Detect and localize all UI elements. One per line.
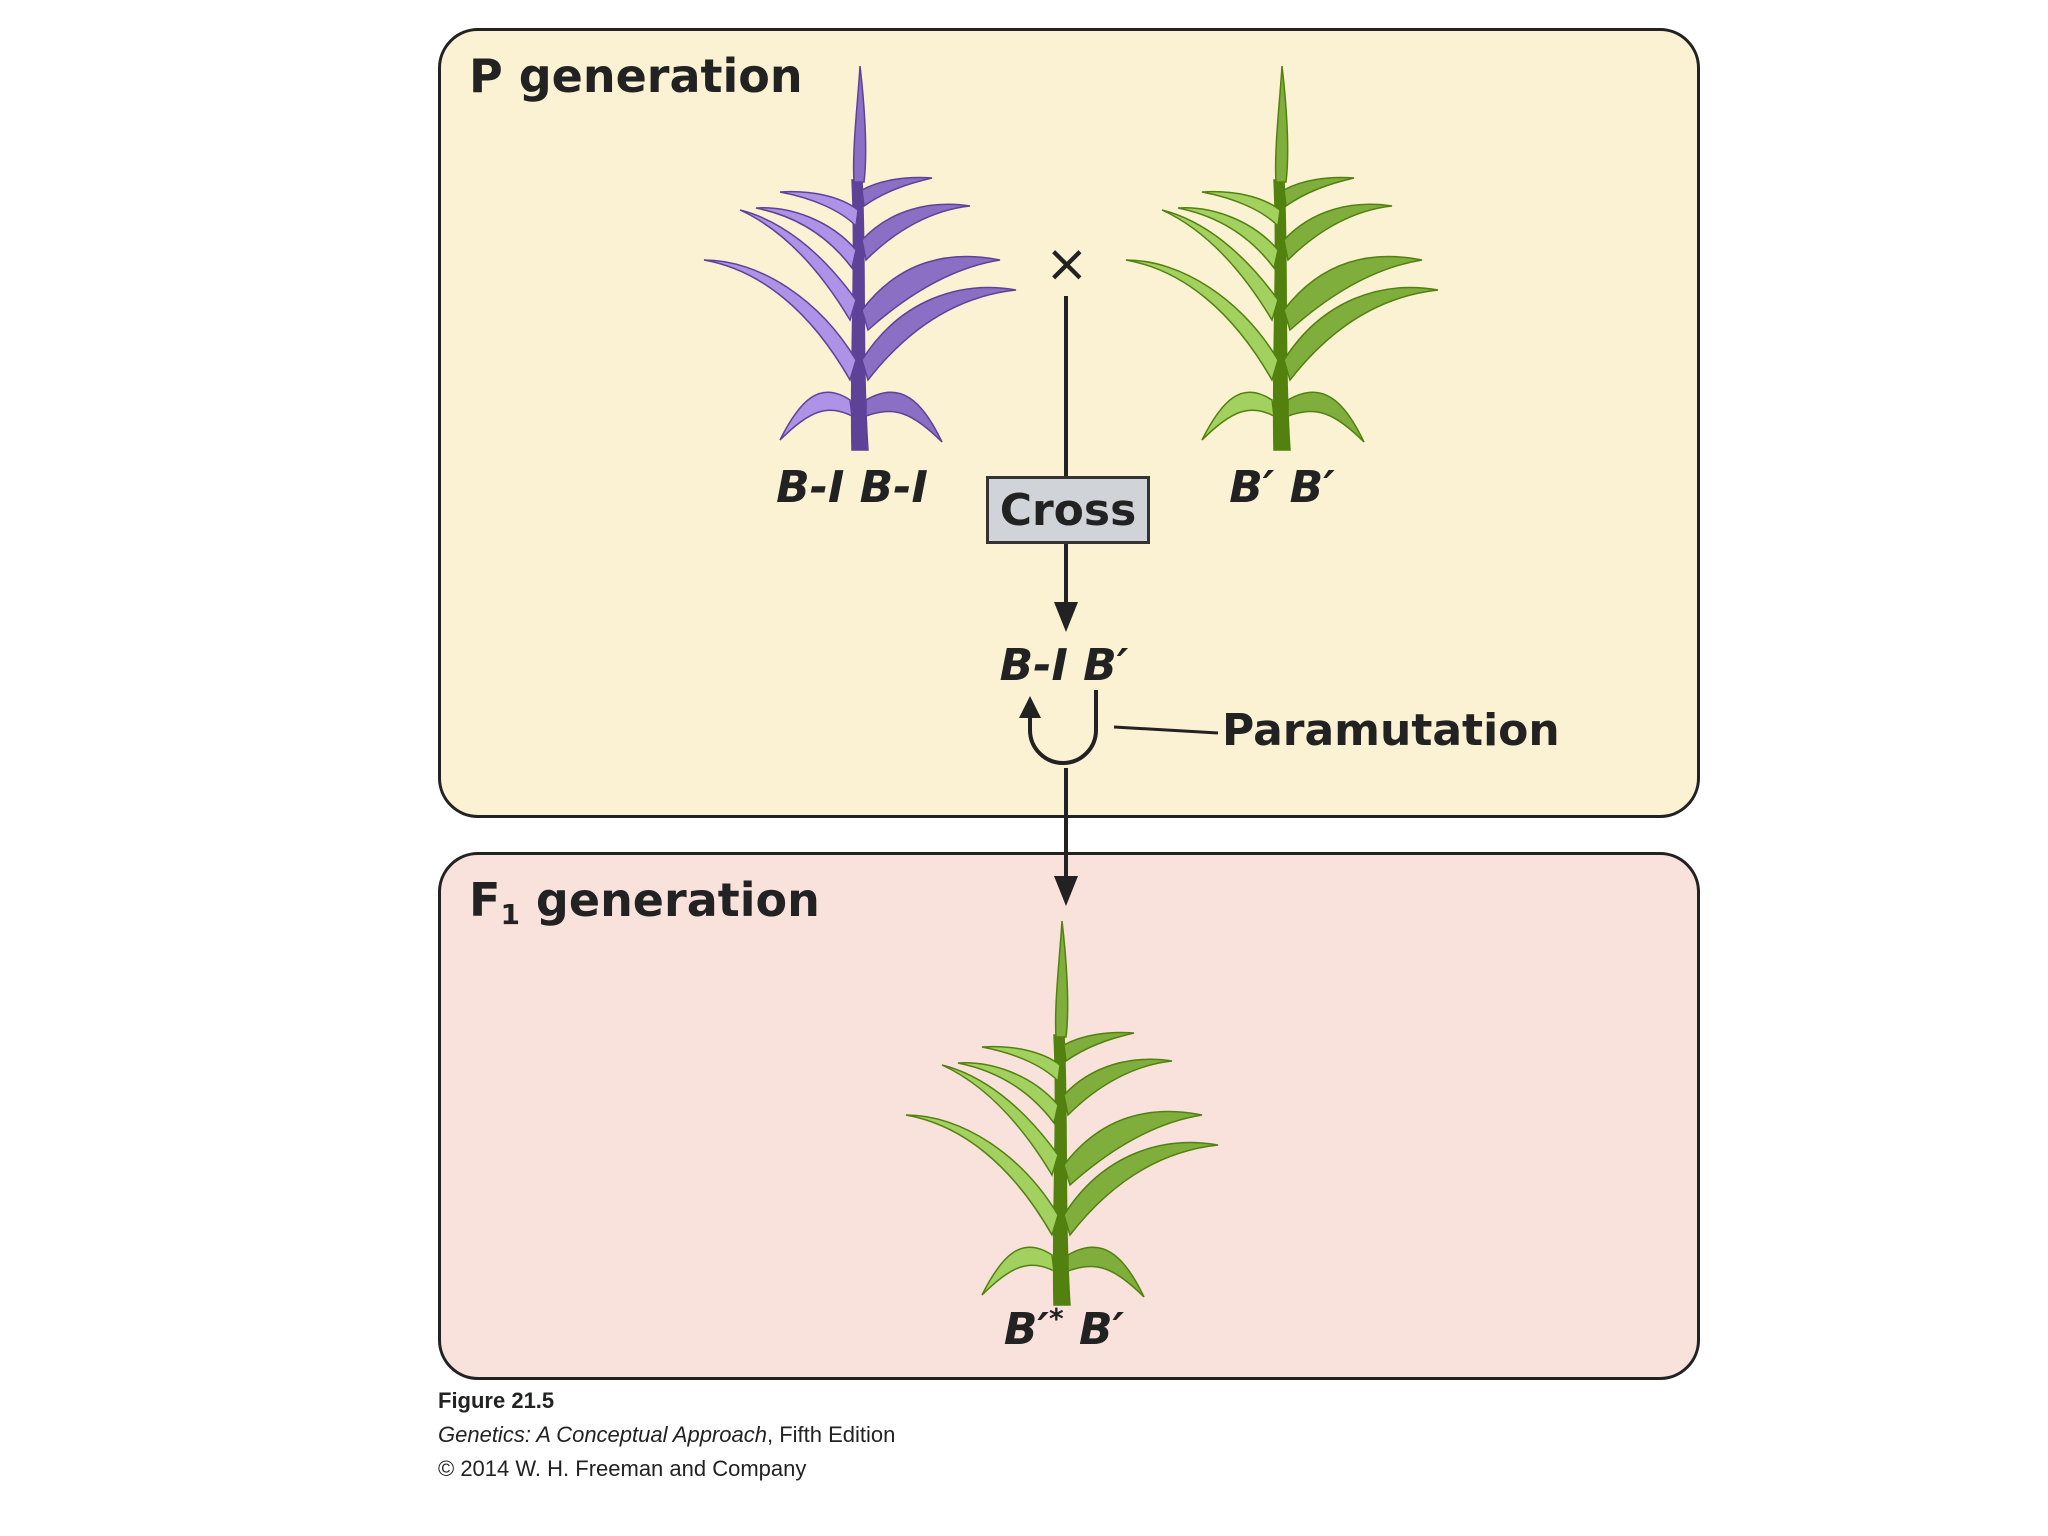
cross-box: Cross [986,476,1150,544]
figure-caption: Figure 21.5 Genetics: A Conceptual Appro… [438,1384,895,1486]
plant-part [1063,1031,1135,1063]
plant-part [1063,1141,1219,1237]
plant-part [941,1064,1059,1177]
paramutation-label: Paramutation [1222,705,1560,756]
plant-part [1161,209,1279,322]
book-title: Genetics: A Conceptual Approach [438,1422,767,1447]
plant-part [981,1246,1055,1296]
book-line: Genetics: A Conceptual Approach, Fifth E… [438,1418,895,1452]
parent-right-genotype: B′ B′ [1229,462,1335,513]
plant-part [1063,1058,1173,1117]
paramutation-loop-arrow [1028,690,1098,765]
parent-left-genotype: B-I B-I [776,462,928,513]
copyright-line: © 2014 W. H. Freeman and Company [438,1456,807,1481]
plant-part [779,391,853,441]
p-generation-panel: P generation [438,28,1700,818]
hybrid-genotype: B-I B′ [999,640,1129,691]
offspring-genotype-rest: B′ [1063,1304,1125,1355]
plant-part [861,255,1001,332]
f1-title-main: F [469,873,501,927]
f1-green-corn-plant-icon [905,920,1219,1306]
hybrid-to-f1-arrowhead [1054,876,1078,906]
p-generation-title: P generation [469,49,803,103]
purple-corn-plant-icon [703,65,1017,451]
plant-part [1283,176,1355,208]
figure-number: Figure 21.5 [438,1388,555,1413]
plant-part [1063,1110,1203,1187]
plant-part [1283,255,1423,332]
offspring-genotype-sup: * [1049,1302,1064,1335]
plant-part [861,176,933,208]
plant-part [861,286,1017,382]
offspring-genotype-base: B′ [1003,1304,1050,1355]
plant-part [905,1114,1059,1237]
plant-part [1201,391,1275,441]
plant-part [852,65,867,183]
plant-part [703,259,857,382]
plant-part [755,207,857,270]
plant-part [957,1062,1059,1125]
plant-part [1054,920,1069,1038]
f1-generation-title: F1 generation [469,873,820,931]
cross-label: Cross [999,484,1137,536]
plant-part [779,190,859,228]
green-corn-plant-icon [1125,65,1439,451]
plant-part [1274,65,1289,183]
plant-part [861,203,971,262]
plant-part [1177,207,1279,270]
plant-part [865,391,943,443]
paramutation-leader-line [1113,725,1219,735]
f1-title-sub: 1 [500,898,520,931]
plant-part [1283,203,1393,262]
plant-part [981,1045,1061,1083]
offspring-genotype: B′* B′ [1004,1302,1124,1355]
plant-part [1283,286,1439,382]
cross-symbol: × [1045,234,1089,294]
cross-to-hybrid-arrowhead [1054,602,1078,632]
plant-part [1125,259,1279,382]
plant-part [1067,1246,1145,1298]
plant-part [739,209,857,322]
paramutation-loop-arrowhead [1019,696,1041,718]
plant-part [1287,391,1365,443]
plant-part [1201,190,1281,228]
book-edition: , Fifth Edition [766,1422,896,1447]
f1-title-rest: generation [519,873,820,927]
